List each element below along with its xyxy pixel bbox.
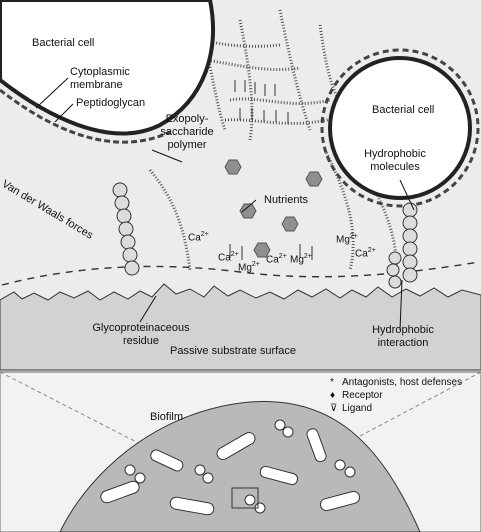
label-hydrophobic-interaction-line2: interaction xyxy=(377,337,429,349)
legend-item-antagonists: *Antagonists, host defenses xyxy=(330,377,463,388)
hydrophobic-chains xyxy=(112,182,418,289)
legend-item-receptor: ♦Receptor xyxy=(330,390,383,401)
label-bacterial-cell-right: Bacterial cell xyxy=(372,104,435,116)
biofilm-cells xyxy=(100,419,361,516)
left-bacterial-cell xyxy=(0,0,215,136)
ion-ca-c: Ca2+ xyxy=(266,253,287,266)
label-peptidoglycan: Peptidoglycan xyxy=(76,97,146,109)
label-nutrients: Nutrients xyxy=(264,194,309,206)
label-cytoplasmic-line1: Cytoplasmic xyxy=(70,66,130,78)
label-glyco-line1: Glycoproteinaceous xyxy=(92,322,190,334)
left-cell-wall xyxy=(0,88,171,144)
legend: *Antagonists, host defenses ♦Receptor ⊽L… xyxy=(330,376,462,415)
nutrient-molecules xyxy=(224,159,323,258)
zoom-box xyxy=(231,487,259,509)
ion-mg-c: Mg2+ xyxy=(336,233,358,246)
label-exopoly-line1: Exopoly- xyxy=(165,113,209,125)
label-exopoly-line2: saccharide xyxy=(160,126,214,138)
right-bacterial-cell xyxy=(328,56,472,200)
ion-ca-a: Ca2+ xyxy=(188,231,209,244)
cross-links xyxy=(229,80,313,260)
label-passive-substrate: Passive substrate surface xyxy=(170,345,296,357)
ion-ca-d: Ca2+ xyxy=(355,247,376,260)
label-glyco-line2: residue xyxy=(122,335,160,347)
ion-mg-b: Mg2+ xyxy=(290,253,312,266)
label-cytoplasmic-line2: membrane xyxy=(70,79,123,91)
legend-item-ligand: ⊽Ligand xyxy=(330,403,373,414)
label-bacterial-cell-left: Bacterial cell xyxy=(32,37,95,49)
label-hydrophobic-interaction-line1: Hydrophobic xyxy=(372,324,434,336)
right-cell-wall xyxy=(320,48,480,208)
label-biofilm: Biofilm xyxy=(150,411,184,423)
asterisk-icon: * xyxy=(330,377,334,388)
substrate-surface xyxy=(0,283,481,371)
label-hydrophobic-molecules-line2: molecules xyxy=(370,161,420,173)
ion-ca-b: Ca2+ xyxy=(218,251,239,264)
zoom-line-left xyxy=(0,371,231,491)
leader-lines xyxy=(35,77,415,431)
label-exopoly-line3: polymer xyxy=(167,139,207,151)
receptor-icon: ♦ xyxy=(330,390,336,401)
ion-mg-a: Mg2+ xyxy=(238,261,260,274)
ligand-icon: ⊽ xyxy=(330,403,338,414)
label-hydrophobic-molecules-line1: Hydrophobic xyxy=(364,148,426,160)
